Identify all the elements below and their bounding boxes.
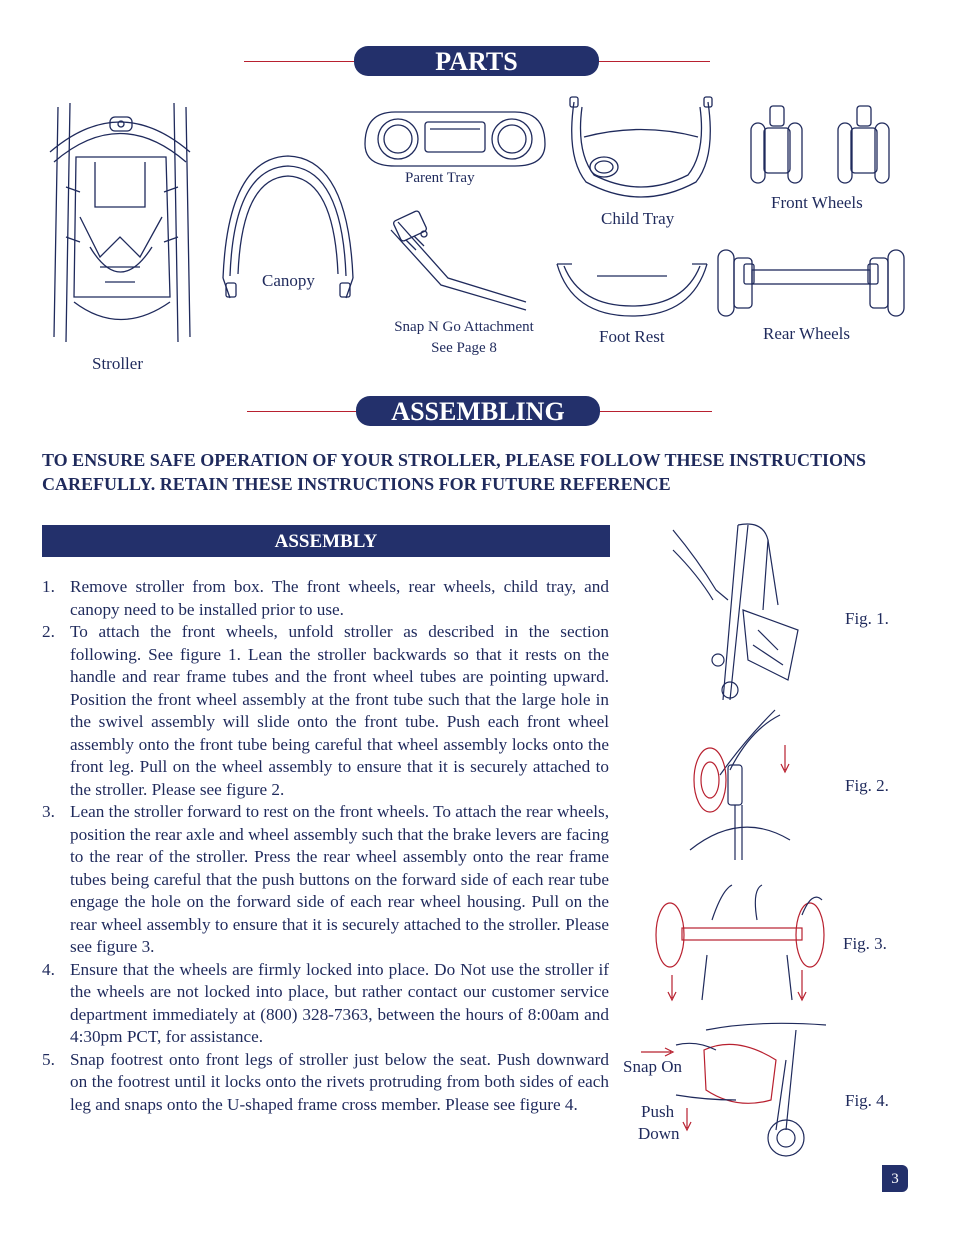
step-4-text: Ensure that the wheels are firmly locked… (70, 959, 609, 1047)
safety-warning: TO ENSURE SAFE OPERATION OF YOUR STROLLE… (42, 450, 867, 494)
figure-4-illustration (641, 1022, 827, 1157)
foot-rest-illustration (556, 263, 708, 317)
step-2: 2. To attach the front wheels, unfold str… (42, 621, 609, 801)
step-2-text: To attach the front wheels, unfold strol… (70, 622, 609, 799)
figure-4-label: Fig. 4. (845, 1091, 889, 1110)
figure-1-label: Fig. 1. (845, 609, 889, 628)
down-label: Down (638, 1124, 680, 1143)
snap-n-go-illustration (390, 210, 527, 311)
step-3-number: 3. (42, 802, 55, 821)
parent-tray-illustration (364, 111, 546, 167)
snap-on-label: Snap On (623, 1057, 683, 1076)
step-5: 5. Snap footrest onto front legs of strol… (42, 1049, 609, 1117)
front-wheels-label: Front Wheels (771, 193, 863, 212)
canopy-illustration (222, 155, 354, 299)
step-4-number: 4. (42, 959, 55, 979)
step-3: 3. Lean the stroller forward to rest on t… (42, 801, 609, 959)
parts-rule-left (244, 61, 356, 62)
assembling-rule-right (599, 411, 712, 412)
step-1-text: Remove stroller from box. The front whee… (70, 577, 609, 619)
figure-1-illustration (672, 523, 799, 701)
stroller-label: Stroller (92, 354, 143, 373)
assembling-title: ASSEMBLING (356, 396, 600, 426)
step-3-text: Lean the stroller forward to rest on the… (70, 802, 609, 956)
step-5-number: 5. (42, 1049, 55, 1069)
parts-title: PARTS (354, 46, 599, 76)
step-2-number: 2. (42, 622, 55, 641)
figure-3-illustration (655, 884, 825, 1002)
figure-2-label: Fig. 2. (845, 776, 889, 795)
foot-rest-label: Foot Rest (599, 327, 665, 346)
rear-wheels-label: Rear Wheels (763, 324, 851, 343)
snap-n-go-label-line1: Snap N Go Attachment (394, 319, 534, 335)
assembly-heading: ASSEMBLY (42, 525, 610, 557)
front-wheels-illustration (750, 105, 890, 184)
parent-tray-label: Parent Tray (405, 170, 475, 186)
stroller-illustration (49, 102, 191, 343)
canopy-label: Canopy (262, 271, 315, 290)
child-tray-illustration (569, 96, 713, 198)
step-4: 4. Ensure that the wheels are firmly lock… (42, 959, 609, 1049)
assembly-steps: 1. Remove stroller from box. The front wh… (42, 576, 609, 1116)
push-label: Push (641, 1102, 675, 1121)
figure-3-label: Fig. 3. (843, 934, 887, 953)
figure-2-illustration (689, 709, 791, 860)
page-number: 3 (882, 1165, 908, 1192)
rear-wheels-illustration (717, 249, 905, 317)
step-1-number: 1. (42, 577, 55, 596)
step-1: 1. Remove stroller from box. The front wh… (42, 576, 609, 621)
snap-n-go-label-line2: See Page 8 (431, 340, 497, 356)
parts-rule-right (598, 61, 710, 62)
assembling-rule-left (247, 411, 357, 412)
step-5-text: Snap footrest onto front legs of strolle… (70, 1049, 609, 1114)
child-tray-label: Child Tray (601, 209, 675, 228)
